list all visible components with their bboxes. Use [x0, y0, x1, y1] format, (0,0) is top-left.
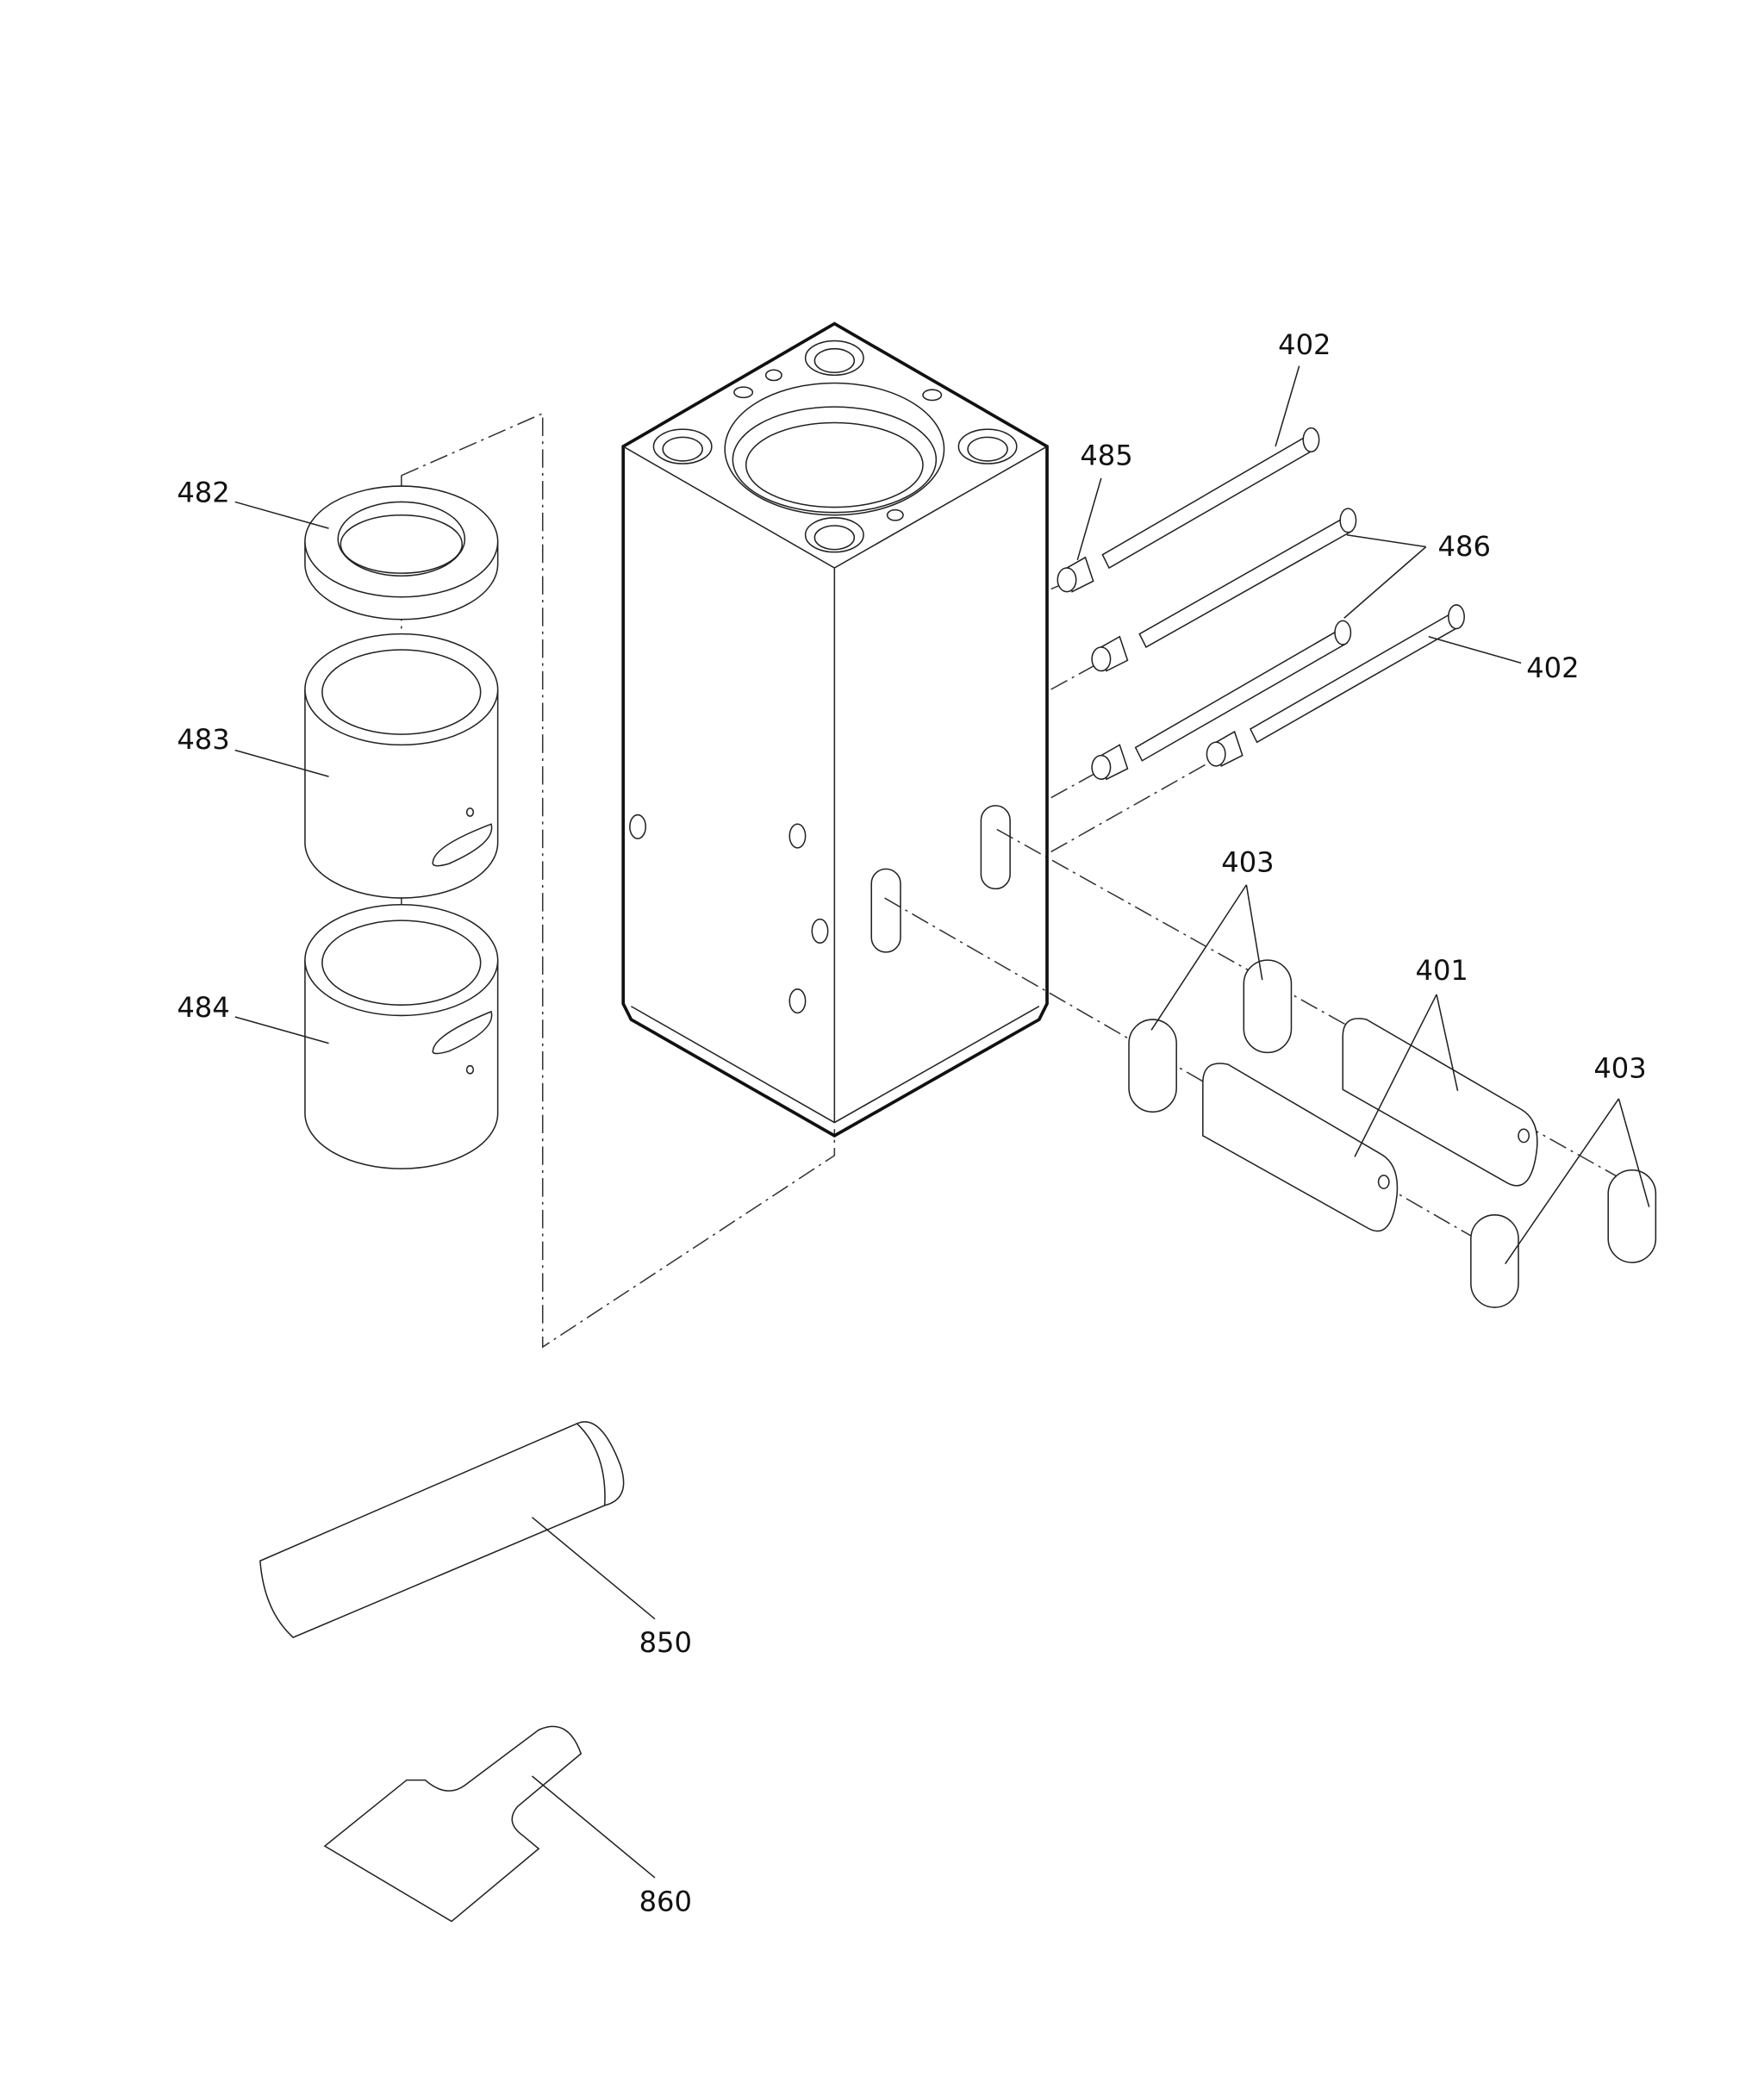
label-483: 483 — [177, 723, 229, 756]
label-860: 860 — [639, 1885, 692, 1917]
label-401: 401 — [1416, 954, 1468, 987]
rods-402-486 — [1101, 427, 1465, 762]
label-482: 482 — [177, 476, 229, 508]
end-caps-403 — [1128, 959, 1657, 1308]
pin-850 — [259, 1421, 625, 1639]
label-850: 850 — [639, 1626, 692, 1659]
label-403-left: 403 — [1221, 845, 1274, 878]
leader-lines — [234, 365, 1650, 1879]
bushings-485 — [1057, 556, 1244, 781]
bolt-holes — [652, 340, 1018, 553]
label-486: 486 — [1438, 530, 1491, 563]
housing-block — [621, 321, 1049, 1138]
sleeve-483 — [304, 633, 499, 899]
ring-482 — [304, 485, 499, 620]
sleeve-484 — [304, 903, 499, 1169]
bars-401 — [1202, 1018, 1538, 1232]
label-484: 484 — [177, 991, 229, 1024]
label-485: 485 — [1080, 440, 1132, 472]
label-402-right: 402 — [1526, 651, 1579, 684]
tool-860 — [323, 1725, 583, 1923]
label-402-top: 402 — [1278, 328, 1331, 361]
label-403-right: 403 — [1593, 1051, 1646, 1084]
reference-numerals: 482 483 484 485 402 486 402 403 401 403 … — [177, 328, 1646, 1917]
